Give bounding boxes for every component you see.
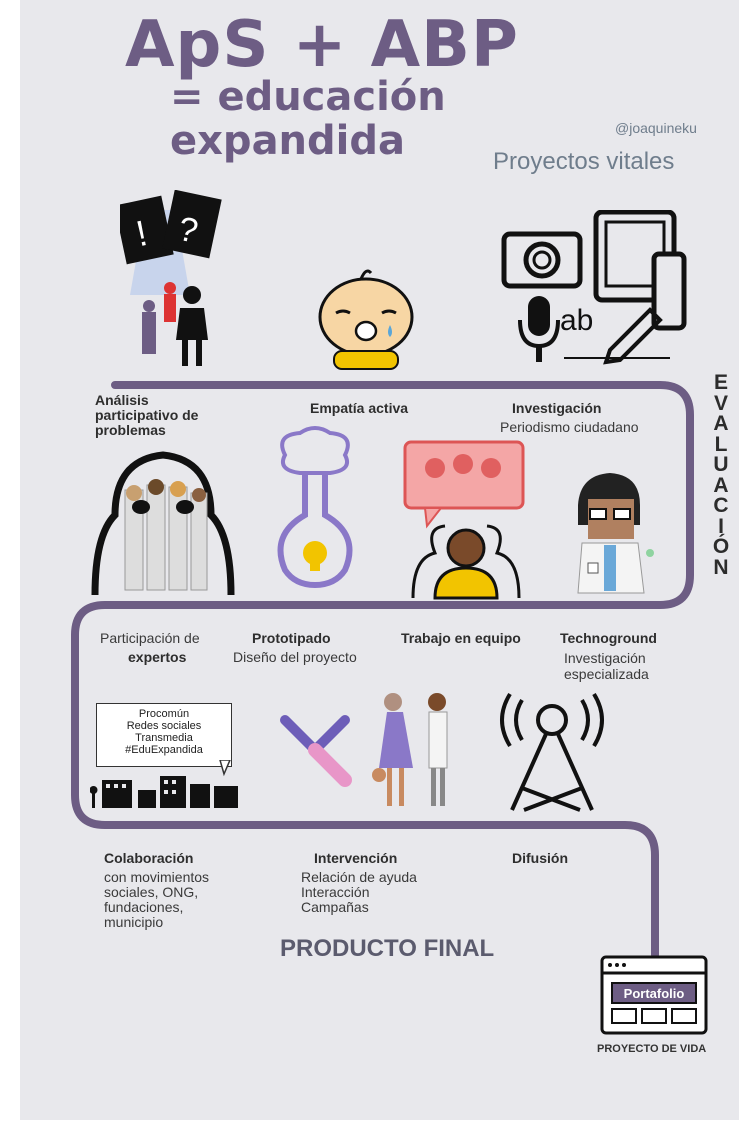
- bubble-line: Transmedia: [135, 732, 193, 744]
- investigacion-label: Investigación: [512, 400, 602, 416]
- flow-path: [71, 381, 694, 959]
- scientist-icon: [577, 473, 654, 594]
- subtitle: Proyectos vitales: [493, 148, 675, 175]
- eval-letter: I: [718, 514, 724, 538]
- colaboracion-sub-2: sociales, ONG,: [104, 884, 199, 900]
- author-handle: @joaquineku: [615, 120, 697, 136]
- helping-people-icon: [280, 693, 448, 806]
- evaluacion-vertical-text: E V A L U A C I Ó N: [710, 371, 732, 579]
- infographic-canvas: ApS + ABP = educación expandida @joaquin…: [20, 0, 739, 1120]
- prototipado-label: Prototipado: [252, 630, 331, 646]
- prototipado-sub: Diseño del proyecto: [233, 649, 357, 665]
- bubble-line: #EduExpandida: [125, 744, 203, 756]
- media-devices-icon: ab: [501, 210, 687, 365]
- eval-letter: U: [713, 453, 729, 476]
- problem-analysis-icon: ! ?: [120, 190, 222, 366]
- eval-letter: Ó: [712, 535, 730, 558]
- intervencion-sub-2: Interacción: [301, 884, 370, 900]
- intervencion-sub-3: Campañas: [301, 899, 369, 915]
- baby-face-icon: [318, 269, 414, 370]
- trabajo-label: Trabajo en equipo: [401, 630, 521, 646]
- colaboracion-sub-3: fundaciones,: [104, 899, 184, 915]
- analisis-label: Análisis participativo de problemas: [95, 392, 199, 438]
- experts-head-icon: [91, 451, 235, 596]
- technoground-label: Technoground: [560, 630, 657, 646]
- producto-final-label: PRODUCTO FINAL: [280, 935, 495, 962]
- eval-letter: A: [713, 412, 729, 435]
- broadcast-tower-icon: [500, 692, 604, 812]
- eval-letter: C: [713, 494, 729, 517]
- colaboracion-label: Colaboración: [104, 850, 194, 866]
- colaboracion-sub-4: municipio: [104, 914, 164, 930]
- bubble-line: Procomún: [138, 708, 190, 720]
- eval-letter: V: [713, 391, 728, 415]
- empatia-label: Empatía activa: [310, 400, 409, 416]
- proyecto-vida-label: PROYECTO DE VIDA: [597, 1043, 707, 1055]
- techno-sub-2: especializada: [564, 666, 649, 682]
- eval-letter: N: [713, 555, 729, 579]
- svg-text:ab: ab: [560, 304, 593, 337]
- portafolio-text: Portafolio: [624, 986, 685, 1001]
- intervencion-sub-1: Relación de ayuda: [301, 869, 417, 885]
- eval-letter: E: [713, 371, 728, 394]
- teamwork-icon: [403, 440, 525, 600]
- expertos-label: expertos: [128, 649, 187, 665]
- eval-letter: A: [713, 473, 729, 497]
- portfolio-window-icon: Portafolio: [600, 955, 708, 1035]
- colaboracion-sub-1: con movimientos: [104, 869, 210, 885]
- title-line-2: = educación: [170, 74, 446, 120]
- snake-line: [71, 381, 694, 959]
- bubble-line: Redes sociales: [126, 720, 202, 732]
- main-title: ApS + ABP: [125, 8, 519, 82]
- intervencion-label: Intervención: [314, 850, 398, 866]
- title-line-3: expandida: [170, 118, 405, 164]
- participacion-label: Participación de: [100, 630, 200, 646]
- difusion-label: Difusión: [512, 850, 568, 866]
- city-skyline-icon: [90, 760, 238, 808]
- investigacion-sub: Periodismo ciudadano: [500, 419, 639, 435]
- techno-sub-1: Investigación: [564, 650, 646, 666]
- brain-flask-icon: [277, 426, 353, 589]
- speech-bubble: Procomún Redes sociales Transmedia #EduE…: [96, 703, 232, 767]
- eval-letter: L: [714, 432, 728, 456]
